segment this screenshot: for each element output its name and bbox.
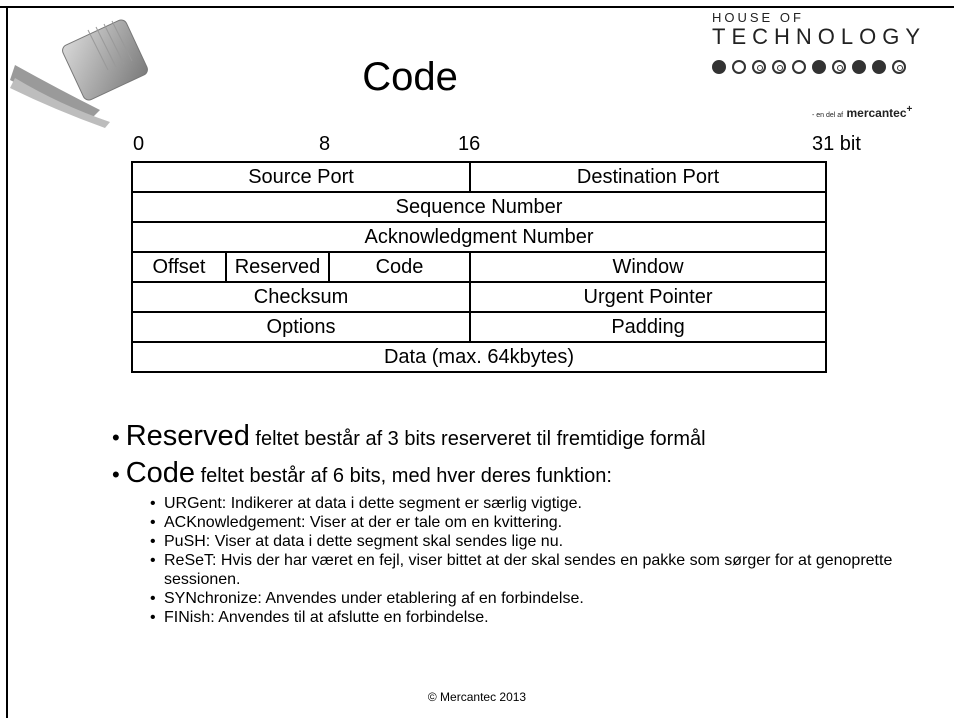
bullet-term: Code [125,457,196,489]
bit-tick-16: 16 [458,133,481,155]
bit-tick-31: 31 bit [812,133,861,155]
destination-port-cell: Destination Port [469,161,828,193]
table-row: Sequence Number [130,191,828,223]
bullet-reserved: •Reserved feltet består af 3 bits reserv… [112,420,932,453]
slide-footer: © Mercantec 2013 [427,690,527,704]
list-item: PuSH: Viser at data i dette segment skal… [150,532,932,551]
bullet-icon: • [112,462,120,487]
data-cell: Data (max. 64kbytes) [130,341,828,373]
tcp-header-table: Source Port Destination Port Sequence Nu… [130,161,828,373]
logo-line2: TECHNOLOGY [712,24,927,49]
list-item: ACKnowledgement: Viser at der er tale om… [150,513,932,532]
table-row: Source Port Destination Port [130,161,828,193]
slide-frame-top [0,6,954,8]
logo-dot-icon [832,60,846,74]
table-row: Checksum Urgent Pointer [130,281,828,313]
logo-dot-icon [772,60,786,74]
offset-cell: Offset [131,251,227,283]
window-cell: Window [469,251,828,283]
list-item: FINish: Anvendes til at afslutte en forb… [150,608,932,627]
list-item: SYNchronize: Anvendes under etablering a… [150,589,932,608]
bit-tick-8: 8 [319,133,331,155]
options-cell: Options [130,311,472,343]
logo-dot-icon [812,60,826,74]
logo-line1: HOUSE OF [712,10,804,25]
list-item: ReSeT: Hvis der har været en fejl, viser… [150,551,932,589]
ack-number-cell: Acknowledgment Number [130,221,828,253]
bullet-text: feltet består af 3 bits reserveret til f… [249,428,706,450]
bit-tick-0: 0 [133,133,145,155]
logo-dot-icon [732,60,746,74]
padding-cell: Padding [469,311,828,343]
urgent-pointer-cell: Urgent Pointer [469,281,828,313]
table-row: Offset Reserved Code Window [131,251,828,283]
table-row: Data (max. 64kbytes) [130,341,828,373]
logo-dot-icon [752,60,766,74]
table-row: Options Padding [130,311,828,343]
source-port-cell: Source Port [130,161,472,193]
list-item: URGent: Indikerer at data i dette segmen… [150,494,932,513]
bullet-list: •Reserved feltet består af 3 bits reserv… [112,420,932,627]
logo-dot-icon [712,60,726,74]
bullet-text: feltet består af 6 bits, med hver deres … [195,465,612,487]
logo-dot-icon [892,60,906,74]
slide-frame-left [6,6,8,718]
code-flag-list: URGent: Indikerer at data i dette segmen… [112,494,932,627]
bullet-term: Reserved [125,420,250,452]
reserved-cell: Reserved [225,251,330,283]
logo-dot-icon [852,60,866,74]
mercantec-brand: - en del af mercantec+ [812,104,913,120]
logo-dot-icon [792,60,806,74]
table-row: Acknowledgment Number [130,221,828,253]
logo-dot-icon [872,60,886,74]
bullet-code: •Code feltet består af 6 bits, med hver … [112,457,932,490]
bullet-icon: • [112,425,120,450]
checksum-cell: Checksum [130,281,472,313]
sequence-number-cell: Sequence Number [130,191,828,223]
code-cell: Code [329,251,472,283]
network-cable-icon [10,19,148,128]
slide-title: Code [362,55,458,99]
logo-dots [712,60,906,74]
